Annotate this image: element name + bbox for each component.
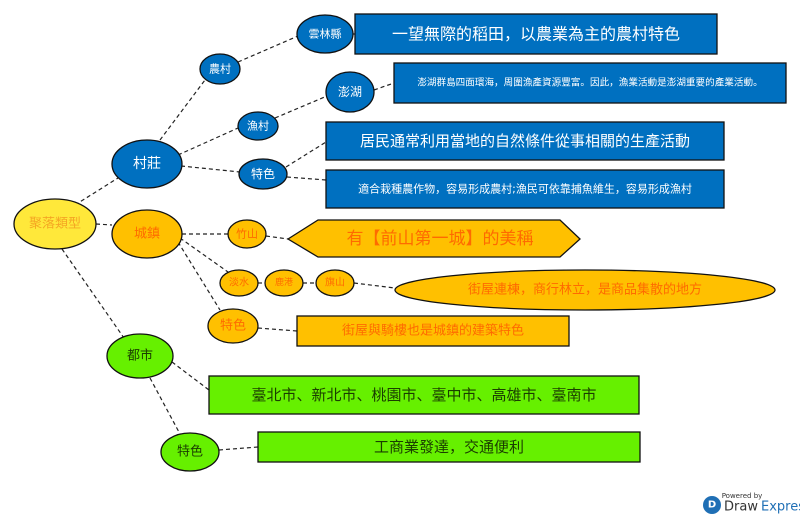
node-label: 淡水 — [229, 277, 249, 289]
qishan-node[interactable]: 旗山 — [315, 269, 355, 297]
node-label: Powered by — [722, 492, 763, 500]
node-label: Draw — [724, 500, 758, 515]
town-node[interactable]: 城鎮 — [111, 209, 183, 259]
village-feature-desc1[interactable]: 居民通常利用當地的自然條件從事相關的生產活動 — [325, 121, 725, 161]
drawexpress-logo: D Powered by Draw Express — [703, 492, 800, 515]
node-label: 工商業發達，交通便利 — [374, 438, 524, 456]
node-label: 街屋連棟，商行林立，是商品集散的地方 — [468, 282, 702, 298]
node-label: 都市 — [127, 348, 153, 364]
danshui-node[interactable]: 淡水 — [219, 269, 259, 297]
penghu-desc-box[interactable]: 澎湖群島四面環海，周圍漁產資源豐富。因此，漁業活動是澎湖重要的產業活動。 — [393, 62, 787, 104]
village-node[interactable]: 村莊 — [111, 139, 183, 189]
node-label: 竹山 — [236, 227, 258, 241]
city-feature-desc-box[interactable]: 工商業發達，交通便利 — [257, 431, 641, 463]
svg-text:D: D — [708, 500, 716, 511]
node-label: 漁村 — [247, 119, 269, 133]
node-label: 一望無際的稻田，以農業為主的農村特色 — [392, 25, 680, 44]
zhushan-desc-hexagon[interactable]: 有【前山第一城】的美稱 — [286, 219, 581, 258]
lukang-node[interactable]: 鹿港 — [264, 269, 304, 297]
edges — [61, 33, 396, 451]
penghu-node[interactable]: 澎湖 — [325, 71, 375, 113]
node-label: 特色 — [251, 166, 275, 181]
node-label: 特色 — [220, 318, 246, 334]
node-label: 適合栽種農作物，容易形成農村;漁民可依靠捕魚維生，容易形成漁村 — [358, 182, 692, 196]
town-feature-desc-box[interactable]: 街屋與騎樓也是城鎮的建築特色 — [296, 315, 570, 347]
town-feature-node[interactable]: 特色 — [207, 308, 259, 344]
fishing-village-node[interactable]: 漁村 — [237, 111, 279, 141]
node-label: 有【前山第一城】的美稱 — [347, 229, 534, 249]
farm-village-node[interactable]: 農村 — [199, 53, 241, 85]
node-label: 旗山 — [325, 276, 345, 289]
cities-box[interactable]: 臺北市、新北市、桃園市、臺中市、高雄市、臺南市 — [208, 375, 640, 415]
node-label: 鹿港 — [275, 276, 293, 288]
street-desc-ellipse[interactable]: 街屋連棟，商行林立，是商品集散的地方 — [394, 269, 776, 311]
node-label: 居民通常利用當地的自然條件從事相關的生產活動 — [360, 132, 690, 150]
yunlin-desc-box[interactable]: 一望無際的稻田，以農業為主的農村特色 — [354, 13, 718, 55]
city-feature-node[interactable]: 特色 — [160, 432, 220, 472]
city-node[interactable]: 都市 — [106, 333, 174, 379]
node-label: 村莊 — [133, 156, 161, 172]
node-label: 特色 — [177, 444, 203, 460]
node-label: 澎湖群島四面環海，周圍漁產資源豐富。因此，漁業活動是澎湖重要的產業活動。 — [417, 77, 762, 89]
node-label: 農村 — [209, 62, 231, 76]
yunlin-node[interactable]: 雲林縣 — [296, 14, 354, 54]
village-feature-desc2[interactable]: 適合栽種農作物，容易形成農村;漁民可依靠捕魚維生，容易形成漁村 — [325, 169, 725, 209]
root-node[interactable]: 聚落類型 — [13, 198, 97, 250]
zhushan-node[interactable]: 竹山 — [227, 219, 267, 249]
node-label: 街屋與騎樓也是城鎮的建築特色 — [342, 323, 524, 339]
node-label: 聚落類型 — [29, 217, 81, 232]
node-label: 澎湖 — [338, 84, 362, 99]
node-label: 城鎮 — [134, 226, 160, 242]
node-label: 雲林縣 — [309, 27, 342, 41]
village-feature-node[interactable]: 特色 — [238, 158, 288, 190]
node-label: Express — [761, 500, 800, 515]
node-label: 臺北市、新北市、桃園市、臺中市、高雄市、臺南市 — [251, 386, 596, 404]
